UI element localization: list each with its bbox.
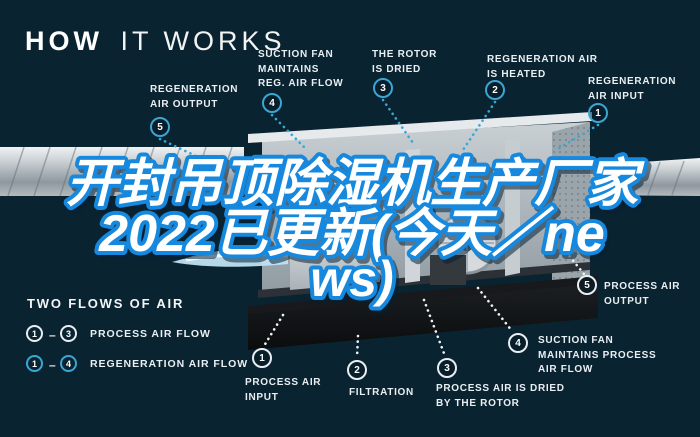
legend-circle-2a: 1 (26, 355, 43, 372)
badge-regeneration-air-heated: 2 (485, 80, 505, 100)
legend-circle-1b: 3 (60, 325, 77, 342)
legend-dash-1: – (49, 328, 56, 342)
leader-lines-regeneration (158, 98, 600, 160)
process-output-duct (584, 158, 700, 196)
badge-process-air-input: 1 (252, 348, 272, 368)
airflow-arrow-left (172, 249, 289, 267)
legend-label-process: PROCESS AIR FLOW (90, 328, 211, 340)
label-rotor-is-dried: THE ROTOR IS DRIED (372, 49, 438, 75)
machine-base (248, 282, 598, 350)
legend-dash-2: – (49, 358, 56, 372)
label-process-air-input: PROCESS AIR INPUT (245, 377, 322, 403)
fan-housing (430, 255, 466, 285)
badge-suction-fan-process: 4 (508, 333, 528, 353)
badge-regeneration-air-output: 5 (150, 117, 170, 137)
label-suction-fan-process: SUCTION FAN MAINTAINS PROCESS AIR FLOW (538, 335, 657, 375)
badge-suction-fan-reg: 4 (262, 93, 282, 113)
leader-lines-process (262, 250, 586, 360)
legend-circle-2b: 4 (60, 355, 77, 372)
legend-label-regeneration: REGENERATION AIR FLOW (90, 358, 249, 370)
dehumidifier-machine (248, 112, 598, 350)
label-process-air-output: PROCESS AIR OUTPUT (604, 281, 681, 307)
label-process-air-dried: PROCESS AIR IS DRIED BY THE ROTOR (436, 383, 565, 409)
page-title-bold: HOW (25, 26, 103, 56)
badge-rotor-is-dried: 3 (373, 78, 393, 98)
badge-regeneration-air-input: 1 (588, 103, 608, 123)
label-regeneration-air-output: REGENERATION AIR OUTPUT (150, 84, 239, 110)
airflow-arrow-right (544, 236, 598, 254)
badge-process-air-output: 5 (577, 275, 597, 295)
legend-circle-1a: 1 (26, 325, 43, 342)
page-title: HOW IT WORKS (25, 26, 286, 57)
regeneration-output-duct (0, 146, 244, 197)
filter-box (290, 218, 380, 290)
label-regeneration-air-input: REGENERATION AIR INPUT (588, 76, 677, 102)
badge-filtration: 2 (347, 360, 367, 380)
legend-title: TWO FLOWS OF AIR (27, 296, 185, 311)
page-title-light: IT WORKS (120, 26, 286, 56)
label-suction-fan-reg: SUCTION FAN MAINTAINS REG. AIR FLOW (258, 49, 344, 89)
label-regeneration-air-heated: REGENERATION AIR IS HEATED (487, 54, 598, 80)
divider-panel-2 (505, 139, 520, 276)
machine-top-edge (248, 112, 592, 143)
divider-panel-1 (405, 149, 420, 283)
badge-process-air-dried: 3 (437, 358, 457, 378)
label-filtration: FILTRATION (349, 387, 414, 398)
